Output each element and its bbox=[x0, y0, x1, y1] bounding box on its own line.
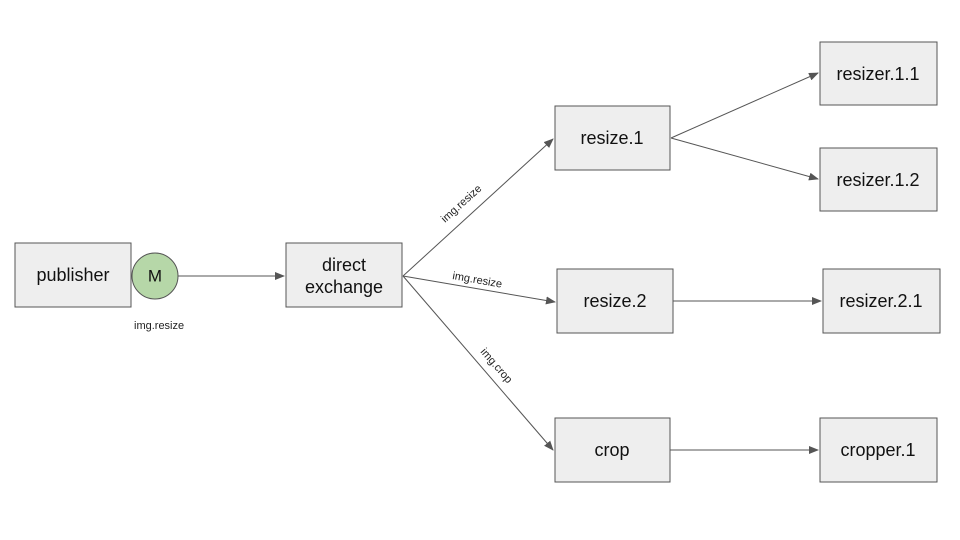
edge-resize1-to-resizer12 bbox=[670, 137, 819, 181]
edge-resize1-to-resizer11 bbox=[670, 72, 819, 139]
queue-resize2: resize.2 bbox=[556, 268, 674, 334]
message-label: M bbox=[148, 266, 162, 285]
queue-resize2-label: resize.2 bbox=[583, 291, 646, 311]
queue-crop-label: crop bbox=[594, 440, 629, 460]
consumer-resizer21-label: resizer.2.1 bbox=[839, 291, 922, 311]
queue-crop: crop bbox=[554, 417, 671, 483]
publisher-label: publisher bbox=[36, 265, 109, 285]
queue-resize1: resize.1 bbox=[554, 105, 671, 171]
consumer-cropper1-label: cropper.1 bbox=[840, 440, 915, 460]
binding-label-crop: img.crop bbox=[478, 346, 515, 386]
exchange-label-line1: direct bbox=[322, 255, 366, 275]
consumer-cropper1: cropper.1 bbox=[819, 417, 938, 483]
publisher-node: publisher bbox=[14, 242, 132, 308]
edge-exchange-to-resize2 bbox=[402, 275, 556, 305]
binding-label-resize2: img.resize bbox=[451, 270, 502, 291]
exchange-label-line2: exchange bbox=[305, 277, 383, 297]
queue-resize1-label: resize.1 bbox=[580, 128, 643, 148]
message-routing-key: img.resize bbox=[134, 320, 184, 332]
exchange-node: direct exchange bbox=[285, 242, 403, 308]
consumer-resizer11: resizer.1.1 bbox=[819, 41, 938, 106]
binding-label-resize1: img.resize bbox=[439, 183, 484, 225]
consumer-resizer21: resizer.2.1 bbox=[822, 268, 941, 334]
consumer-resizer11-label: resizer.1.1 bbox=[836, 64, 919, 84]
edge-exchange-to-crop bbox=[402, 275, 554, 451]
edge-exchange-to-resize1 bbox=[402, 138, 554, 277]
message-node: M bbox=[131, 252, 179, 300]
consumer-resizer12: resizer.1.2 bbox=[819, 147, 938, 212]
consumer-resizer12-label: resizer.1.2 bbox=[836, 170, 919, 190]
